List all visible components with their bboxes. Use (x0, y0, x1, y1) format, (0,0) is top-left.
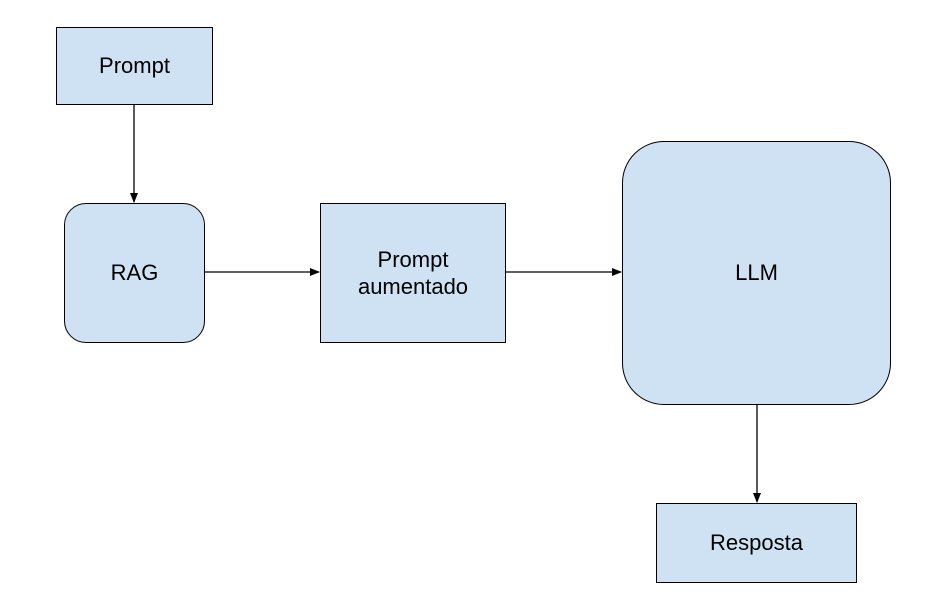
node-response: Resposta (656, 503, 857, 583)
node-rag: RAG (64, 203, 205, 343)
node-rag-label: RAG (110, 260, 159, 286)
node-llm-label: LLM (735, 260, 778, 286)
node-response-label: Resposta (710, 530, 803, 556)
node-augmented-prompt: Prompt aumentado (320, 203, 506, 343)
node-llm: LLM (622, 141, 891, 405)
node-prompt: Prompt (56, 27, 213, 105)
node-augmented-prompt-label: Prompt aumentado (357, 246, 469, 300)
node-prompt-label: Prompt (99, 53, 170, 79)
